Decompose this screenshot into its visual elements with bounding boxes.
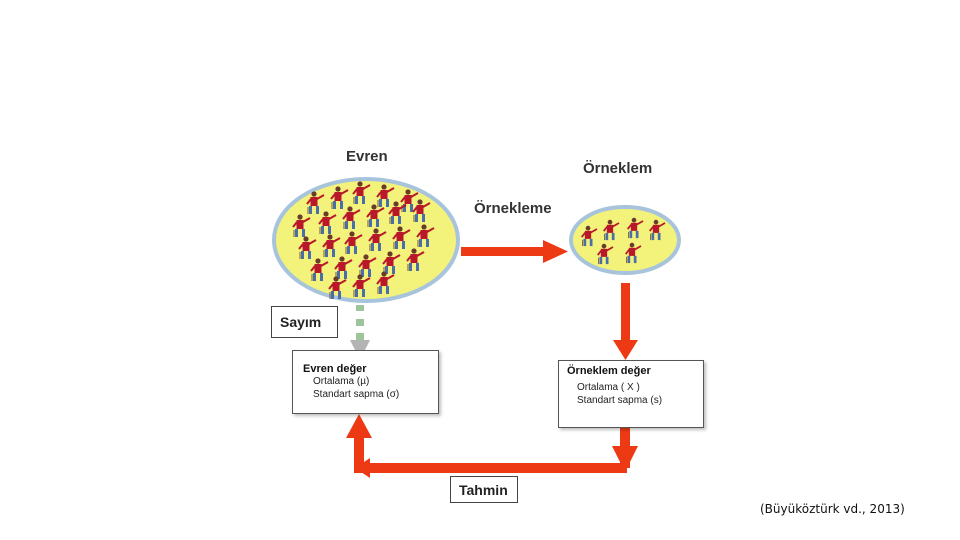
person-figure <box>382 251 401 274</box>
population-title: Evren <box>346 148 388 165</box>
sample-value-title: Örneklem değer <box>567 365 651 377</box>
sample-mean-line: Ortalama ( X ) <box>577 382 640 393</box>
estimation-label-box: Tahmin <box>450 476 518 503</box>
person-figure <box>412 199 431 222</box>
estimation-arrow <box>346 414 638 478</box>
population-value-box: Evren değer Ortalama (µ) Standart sapma … <box>292 350 439 414</box>
population-mean-line: Ortalama (µ) <box>313 376 370 387</box>
sample-down-arrow <box>613 283 638 360</box>
person-figure <box>648 219 666 241</box>
sample-value-box: Örneklem değer Ortalama ( X ) Standart s… <box>558 360 704 428</box>
person-figure <box>626 217 644 239</box>
population-sd-line: Standart sapma (σ) <box>313 389 400 400</box>
person-figure <box>344 231 363 254</box>
person-figure <box>376 271 395 294</box>
person-figure <box>318 211 337 234</box>
person-figure <box>352 181 371 204</box>
person-figure <box>392 226 411 249</box>
person-figure <box>400 189 419 212</box>
person-figure <box>580 225 598 247</box>
population-value-title: Evren değer <box>303 363 367 375</box>
sampling-arrow <box>461 240 568 263</box>
person-figure <box>388 201 407 224</box>
person-figure <box>292 214 311 237</box>
census-label: Sayım <box>280 314 322 330</box>
person-figure <box>406 248 425 271</box>
person-figure <box>306 191 325 214</box>
sampling-label: Örnekleme <box>474 200 552 217</box>
person-figure <box>352 274 371 297</box>
sample-ellipse <box>569 205 681 275</box>
person-figure <box>322 234 341 257</box>
person-figure <box>328 276 347 299</box>
person-figure <box>624 242 642 264</box>
person-figure <box>602 219 620 241</box>
person-figure <box>310 258 329 281</box>
person-figure <box>330 186 349 209</box>
citation: (Büyüköztürk vd., 2013) <box>760 502 905 516</box>
person-figure <box>376 184 395 207</box>
person-figure <box>596 243 614 265</box>
person-figure <box>358 254 377 277</box>
population-people <box>292 181 435 299</box>
person-figure <box>342 206 361 229</box>
census-label-box: Sayım <box>271 306 338 338</box>
person-figure <box>416 224 435 247</box>
person-figure <box>334 256 353 279</box>
sample-people <box>580 217 666 265</box>
person-figure <box>368 228 387 251</box>
sample-title: Örneklem <box>583 160 653 177</box>
person-figure <box>366 204 385 227</box>
population-ellipse <box>272 177 460 303</box>
estimation-label: Tahmin <box>459 481 508 498</box>
person-figure <box>298 236 317 259</box>
sample-sd-line: Standart sapma (s) <box>577 395 663 406</box>
